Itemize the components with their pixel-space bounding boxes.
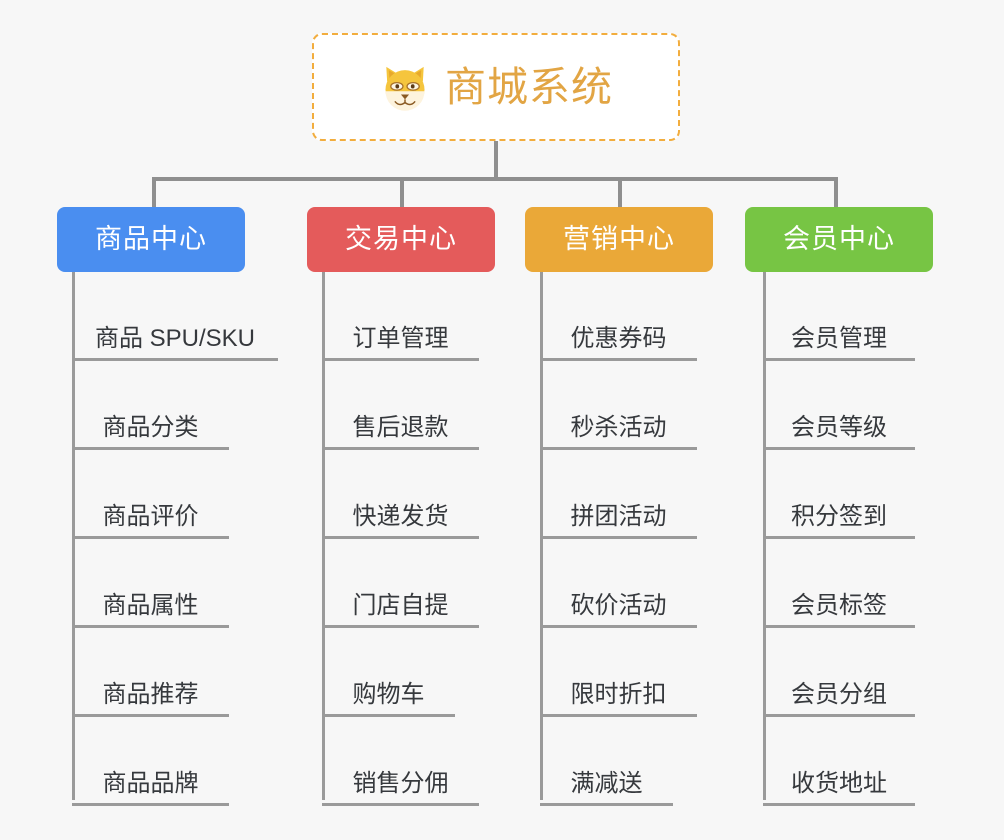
leaf-label: 优惠券码 <box>570 324 667 352</box>
leaf-item-2-2[interactable]: 售后退款 <box>322 361 479 450</box>
category-header-4[interactable]: 会员中心 <box>745 207 933 272</box>
leaf-label: 商品推荐 <box>102 680 199 708</box>
connector-horizontal-bar <box>152 177 838 181</box>
leaf-item-1-6[interactable]: 商品品牌 <box>72 717 229 806</box>
leaf-item-4-3[interactable]: 积分签到 <box>763 450 915 539</box>
connector-drop-1 <box>152 177 156 207</box>
leaf-item-2-6[interactable]: 销售分佣 <box>322 717 479 806</box>
leaf-label: 商品评价 <box>102 502 199 530</box>
category-label-4: 会员中心 <box>783 224 895 254</box>
category-header-2[interactable]: 交易中心 <box>307 207 495 272</box>
leaf-label: 商品品牌 <box>102 769 199 797</box>
leaf-item-2-1[interactable]: 订单管理 <box>322 272 479 361</box>
leaf-label: 商品属性 <box>102 591 199 619</box>
leaf-item-4-4[interactable]: 会员标签 <box>763 539 915 628</box>
leaf-label: 销售分佣 <box>352 769 449 797</box>
leaf-item-3-4[interactable]: 砍价活动 <box>540 539 697 628</box>
leaf-label: 满减送 <box>570 769 643 797</box>
leaf-item-3-6[interactable]: 满减送 <box>540 717 673 806</box>
leaf-label: 购物车 <box>352 680 425 708</box>
leaf-item-2-4[interactable]: 门店自提 <box>322 539 479 628</box>
leaf-item-1-4[interactable]: 商品属性 <box>72 539 229 628</box>
leaf-item-1-3[interactable]: 商品评价 <box>72 450 229 539</box>
leaf-label: 砍价活动 <box>570 591 667 619</box>
leaf-item-4-5[interactable]: 会员分组 <box>763 628 915 717</box>
leaf-label: 会员等级 <box>791 413 887 441</box>
leaf-item-1-1[interactable]: 商品 SPU/SKU <box>72 272 278 361</box>
leaf-item-4-2[interactable]: 会员等级 <box>763 361 915 450</box>
leaf-label: 会员分组 <box>791 680 887 708</box>
leaf-label: 商品 SPU/SKU <box>94 324 256 352</box>
root-node[interactable]: 商城系统 <box>312 33 680 141</box>
leaf-label: 拼团活动 <box>570 502 667 530</box>
leaf-label: 售后退款 <box>352 413 449 441</box>
leaf-label: 收货地址 <box>791 769 887 797</box>
category-label-2: 交易中心 <box>345 224 457 254</box>
leaf-item-3-5[interactable]: 限时折扣 <box>540 628 697 717</box>
leaf-item-3-2[interactable]: 秒杀活动 <box>540 361 697 450</box>
leaf-label: 快递发货 <box>352 502 449 530</box>
leaf-label: 门店自提 <box>352 591 449 619</box>
leaf-label: 积分签到 <box>791 502 887 530</box>
connector-root-stem <box>494 141 498 177</box>
connector-drop-3 <box>618 177 622 207</box>
leaf-label: 会员管理 <box>791 324 887 352</box>
connector-drop-4 <box>834 177 838 207</box>
leaf-item-2-3[interactable]: 快递发货 <box>322 450 479 539</box>
leaf-item-2-5[interactable]: 购物车 <box>322 628 455 717</box>
category-header-1[interactable]: 商品中心 <box>57 207 245 272</box>
leaf-label: 秒杀活动 <box>570 413 667 441</box>
category-label-3: 营销中心 <box>563 224 675 254</box>
leaf-label: 订单管理 <box>352 324 449 352</box>
leaf-item-4-1[interactable]: 会员管理 <box>763 272 915 361</box>
leaf-label: 限时折扣 <box>570 680 667 708</box>
connector-drop-2 <box>400 177 404 207</box>
category-header-3[interactable]: 营销中心 <box>525 207 713 272</box>
leaf-item-1-2[interactable]: 商品分类 <box>72 361 229 450</box>
leaf-item-3-3[interactable]: 拼团活动 <box>540 450 697 539</box>
leaf-item-1-5[interactable]: 商品推荐 <box>72 628 229 717</box>
leaf-label: 会员标签 <box>791 591 887 619</box>
leaf-label: 商品分类 <box>102 413 199 441</box>
leaf-item-4-6[interactable]: 收货地址 <box>763 717 915 806</box>
category-label-1: 商品中心 <box>95 224 207 254</box>
shiba-dog-face-icon <box>379 62 431 114</box>
leaf-item-3-1[interactable]: 优惠券码 <box>540 272 697 361</box>
root-title: 商城系统 <box>445 63 613 110</box>
